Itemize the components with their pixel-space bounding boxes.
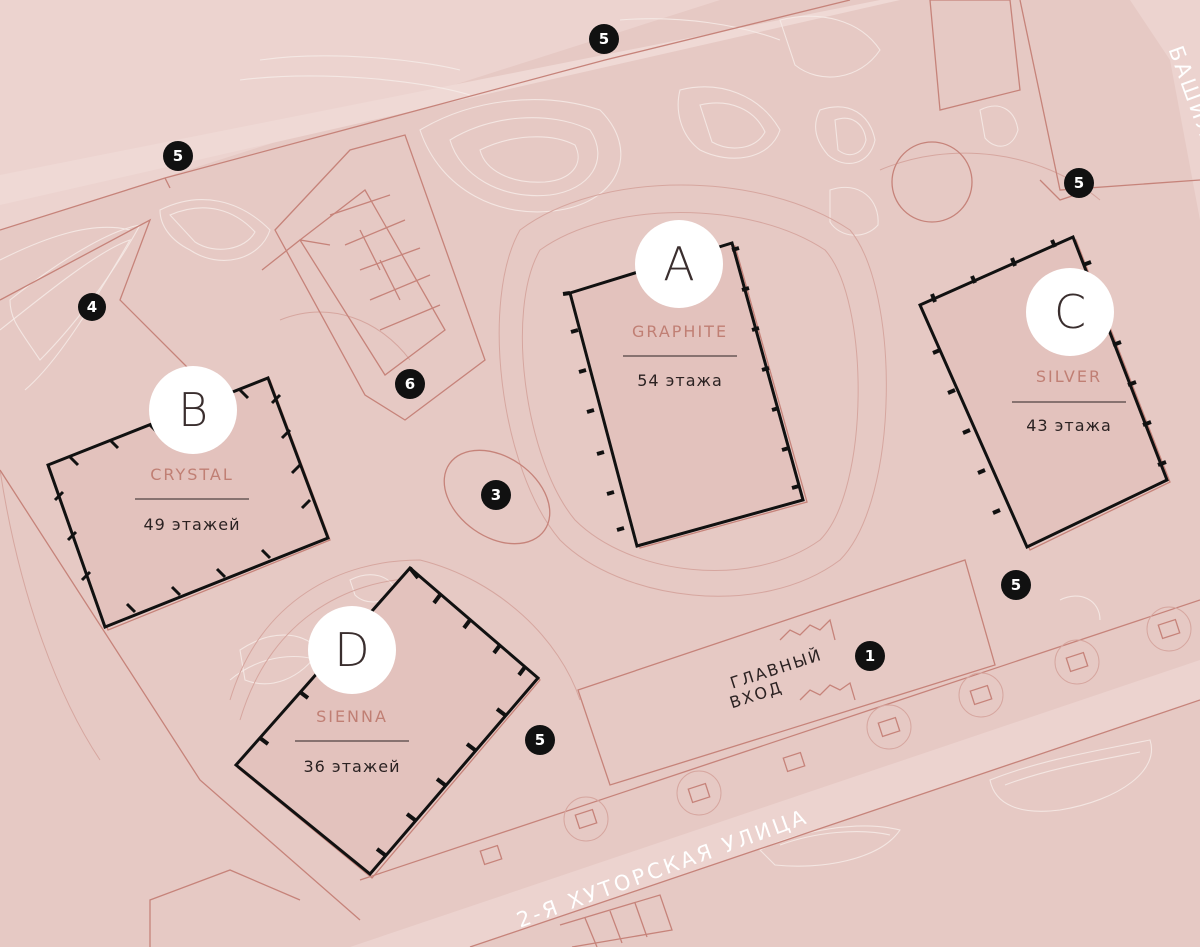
building-a-badge[interactable]: A (635, 220, 723, 308)
building-b-floors: 49 этажей (143, 515, 240, 534)
marker-4[interactable]: 4 (78, 293, 106, 321)
building-c-letter: C (1054, 285, 1086, 339)
topography-lines (0, 15, 1153, 867)
east-street-band (1130, 0, 1200, 220)
svg-text:5: 5 (535, 731, 545, 749)
building-d-badge[interactable]: D (308, 606, 396, 694)
building-c-name: SILVER (1036, 367, 1102, 386)
svg-text:5: 5 (1011, 576, 1021, 594)
building-d-floors: 36 этажей (303, 757, 400, 776)
svg-text:4: 4 (87, 298, 97, 316)
svg-text:5: 5 (173, 147, 183, 165)
marker-6[interactable]: 6 (395, 369, 425, 399)
south-street-band (350, 660, 1200, 947)
building-d-letter: D (334, 623, 369, 677)
building-b-letter: B (178, 383, 208, 437)
marker-3[interactable]: 3 (481, 480, 511, 510)
svg-text:6: 6 (405, 375, 415, 393)
building-a-letter: A (663, 237, 694, 291)
building-a-name: GRAPHITE (632, 322, 728, 341)
svg-text:3: 3 (491, 486, 501, 504)
building-b-name: CRYSTAL (150, 465, 234, 484)
svg-text:1: 1 (865, 647, 875, 665)
marker-5-north-center[interactable]: 5 (589, 24, 619, 54)
marker-5-north-east[interactable]: 5 (1064, 168, 1094, 198)
marker-1[interactable]: 1 (855, 641, 885, 671)
building-c-badge[interactable]: C (1026, 268, 1114, 356)
building-d-name: SIENNA (316, 707, 388, 726)
marker-5-south[interactable]: 5 (525, 725, 555, 755)
marker-5-east[interactable]: 5 (1001, 570, 1031, 600)
building-b-badge[interactable]: B (149, 366, 237, 454)
building-a-floors: 54 этажа (637, 371, 723, 390)
marker-5-north-left[interactable]: 5 (163, 141, 193, 171)
landscape-paths (0, 152, 1101, 761)
north-street-edge (0, 0, 900, 205)
svg-text:5: 5 (599, 30, 609, 48)
building-c-floors: 43 этажа (1026, 416, 1112, 435)
svg-text:5: 5 (1074, 174, 1084, 192)
